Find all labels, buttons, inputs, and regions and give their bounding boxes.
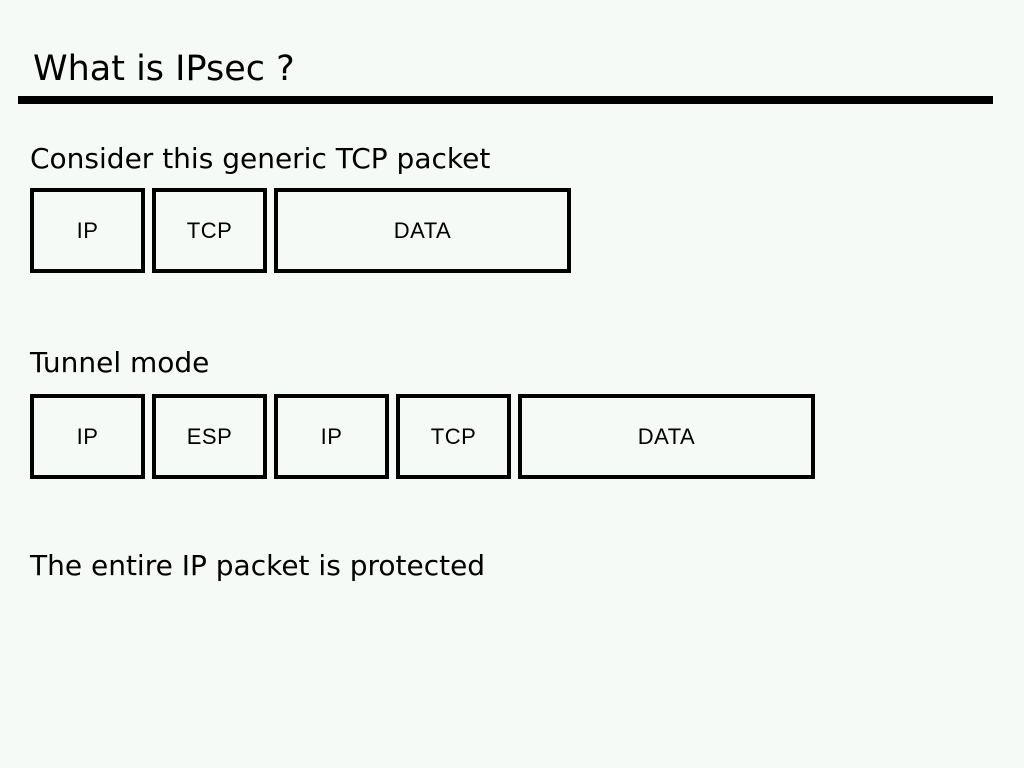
packet-field-label: IP [320, 423, 343, 449]
packet-field-outer-ip: IP [30, 394, 145, 479]
packet-field-tcp: TCP [152, 188, 267, 273]
packet-field-ip: IP [30, 188, 145, 273]
packet-field-label: IP [76, 423, 99, 449]
conclusion-text: The entire IP packet is protected [30, 549, 486, 582]
generic-packet-diagram: IP TCP DATA [30, 188, 571, 273]
slide-title: What is IPsec ? [33, 49, 295, 89]
packet-field-data: DATA [274, 188, 571, 273]
packet-field-label: DATA [393, 217, 452, 243]
packet-field-label: TCP [430, 423, 477, 449]
title-underline-rule [18, 96, 993, 104]
packet-field-label: DATA [637, 423, 696, 449]
tunnel-mode-caption: Tunnel mode [30, 346, 210, 379]
generic-packet-caption: Consider this generic TCP packet [30, 142, 491, 175]
packet-field-inner-ip: IP [274, 394, 389, 479]
packet-field-label: TCP [186, 217, 233, 243]
tunnel-mode-packet-diagram: IP ESP IP TCP DATA [30, 394, 815, 479]
packet-field-esp: ESP [152, 394, 267, 479]
packet-field-data: DATA [518, 394, 815, 479]
packet-field-label: IP [76, 217, 99, 243]
packet-field-label: ESP [186, 423, 233, 449]
packet-field-tcp: TCP [396, 394, 511, 479]
